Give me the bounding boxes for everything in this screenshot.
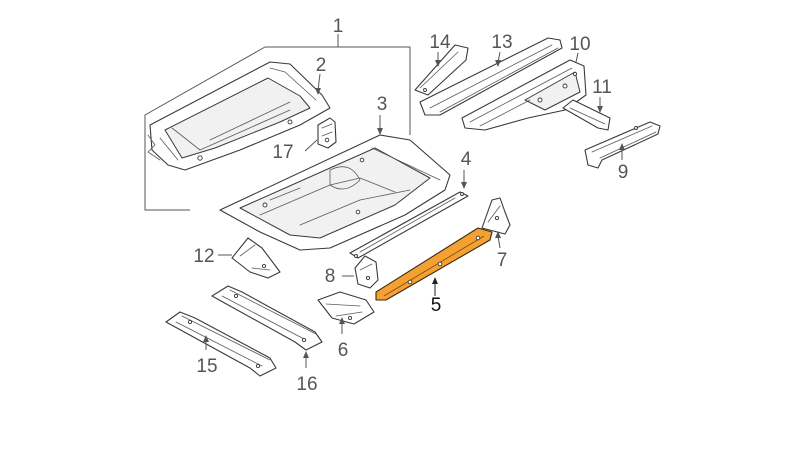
arrow-9 — [619, 143, 625, 150]
part-15-crossmember[interactable] — [165, 311, 277, 377]
callout-3[interactable]: 3 — [377, 94, 388, 115]
arrow-16 — [303, 351, 309, 358]
callout-6[interactable]: 6 — [338, 340, 349, 361]
callout-2[interactable]: 2 — [316, 55, 327, 76]
arrow-13 — [495, 60, 501, 67]
part-11-bracket[interactable] — [562, 99, 611, 131]
callout-15[interactable]: 15 — [196, 356, 217, 377]
part-5-rocker-reinforcement[interactable] — [375, 227, 493, 301]
part-4-sill-strip[interactable] — [349, 191, 469, 259]
arrow-11 — [597, 106, 603, 113]
part-13-long-rail[interactable] — [419, 37, 563, 116]
part-7-bracket[interactable] — [481, 197, 511, 235]
part-2-rear-floor-pan[interactable] — [147, 61, 331, 171]
arrow-6 — [339, 317, 345, 324]
callout-12[interactable]: 12 — [193, 246, 214, 267]
part-17-bracket[interactable] — [317, 117, 337, 149]
part-10-side-member[interactable] — [461, 59, 587, 131]
part-8-mount[interactable] — [354, 255, 379, 289]
callout-5[interactable]: 5 — [431, 295, 442, 316]
arrow-7 — [495, 231, 501, 238]
callout-17[interactable]: 17 — [272, 142, 293, 163]
callout-14[interactable]: 14 — [429, 32, 451, 53]
part-14-reinforcement[interactable] — [414, 44, 469, 96]
leader-17 — [304, 139, 318, 152]
part-16-crossmember[interactable] — [211, 285, 323, 351]
callout-16[interactable]: 16 — [296, 374, 317, 395]
arrow-4 — [461, 182, 467, 189]
part-12-bracket[interactable] — [231, 237, 281, 279]
callout-7[interactable]: 7 — [497, 250, 508, 271]
callout-8[interactable]: 8 — [325, 266, 336, 287]
part-3-front-floor-pan[interactable] — [219, 134, 451, 251]
arrow-3 — [377, 128, 383, 135]
callout-10[interactable]: 10 — [569, 34, 590, 55]
callout-1[interactable]: 1 — [333, 16, 344, 37]
part-6-bracket[interactable] — [317, 291, 375, 325]
arrow-14 — [435, 60, 441, 67]
arrow-15 — [203, 335, 209, 342]
callout-13[interactable]: 13 — [491, 32, 512, 53]
callout-4[interactable]: 4 — [461, 149, 472, 170]
arrow-5 — [432, 277, 438, 284]
leader-10 — [575, 52, 579, 63]
leader-2 — [317, 73, 321, 91]
callout-9[interactable]: 9 — [618, 162, 629, 183]
arrow-2 — [315, 88, 321, 95]
callout-11[interactable]: 11 — [592, 77, 612, 98]
